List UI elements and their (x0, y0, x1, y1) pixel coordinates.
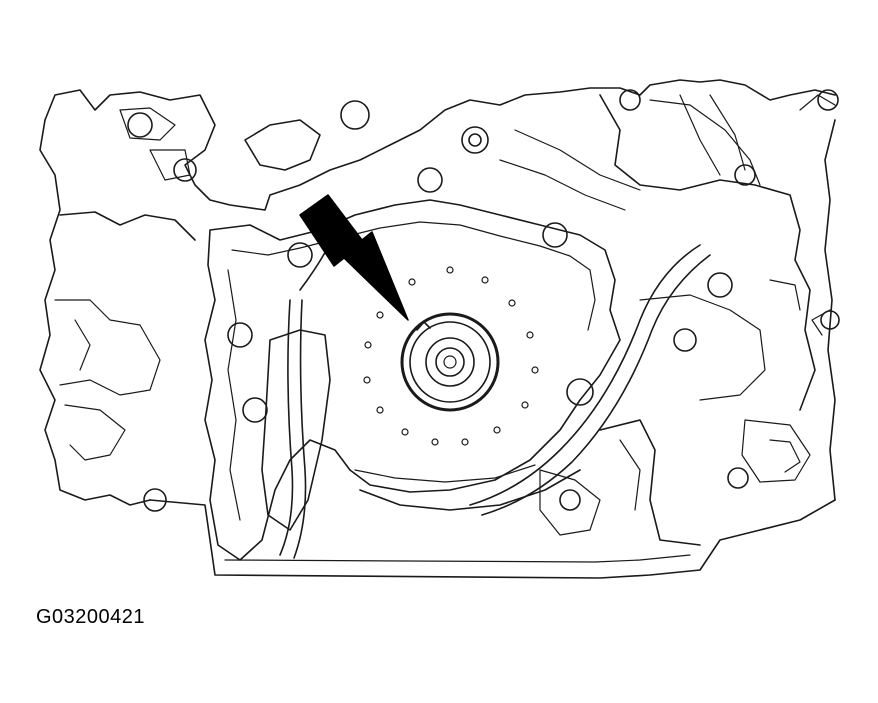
arrow-icon (299, 194, 409, 321)
engine-block-outline (39, 79, 836, 579)
figure-id-label: G03200421 (36, 606, 146, 628)
pump-drive-gear (400, 312, 500, 412)
pump-bolt-circle (363, 266, 539, 446)
bolt-holes (127, 89, 840, 512)
